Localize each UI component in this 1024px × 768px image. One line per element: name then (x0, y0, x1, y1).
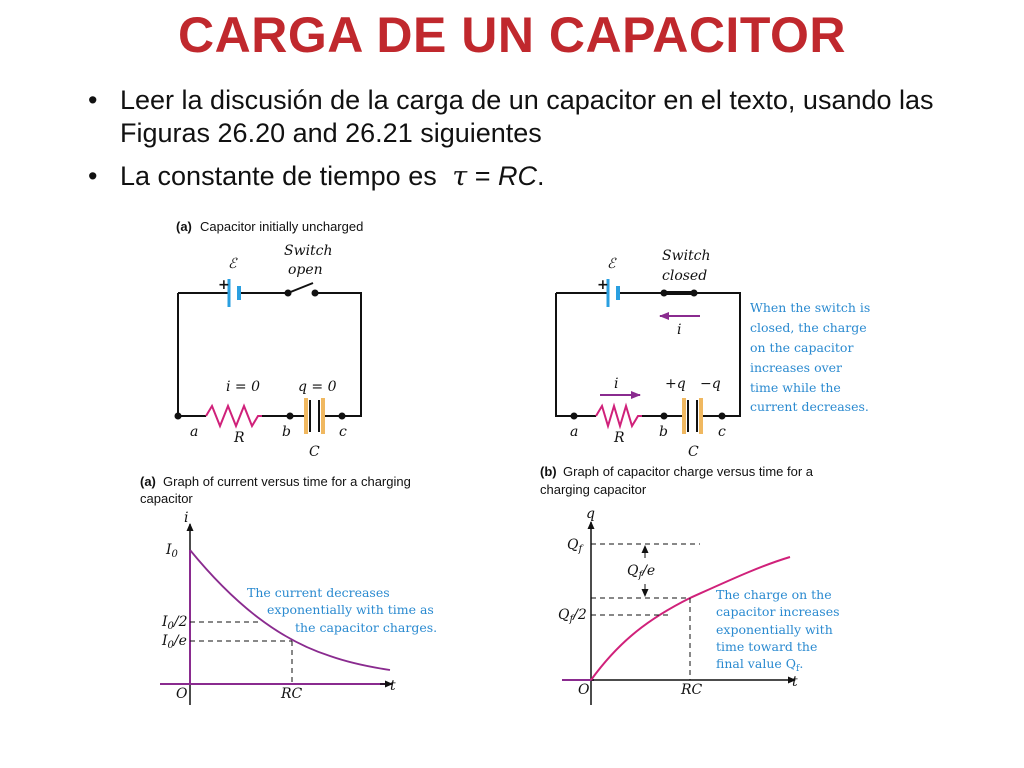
rc-product: RC (497, 161, 537, 191)
graph-current: (a) Graph of current versus time for a c… (140, 474, 437, 705)
qf-label: Qf (567, 537, 584, 555)
i0-e-label: I0/e (161, 633, 187, 651)
current-bottom-label: i (614, 376, 618, 392)
node-b-dot (660, 412, 668, 420)
circuit-b-wire-right (620, 292, 741, 417)
emf-label: ℰ (607, 256, 617, 272)
note-line: increases over (750, 360, 842, 375)
note-line: exponentially with time as (267, 602, 434, 617)
circuit-a-caption-tag: (a) (176, 219, 192, 234)
circuit-a-caption: Capacitor initially uncharged (200, 219, 363, 234)
bullet-dot: • (88, 85, 98, 115)
capacitor-icon (304, 398, 325, 434)
resistor-label: R (613, 430, 625, 446)
plus-q-label: +q (665, 376, 686, 392)
switch-open-icon (284, 282, 319, 297)
current-top-label: i (677, 322, 681, 338)
resistor-icon (205, 403, 262, 429)
y-axis-label: i (184, 510, 188, 526)
node-a-dot (174, 412, 182, 420)
node-a-label: a (190, 424, 198, 440)
note-line: The charge on the (716, 587, 832, 602)
origin-label: O (578, 682, 590, 698)
emf-label: ℰ (228, 256, 238, 272)
switch-closed-icon (660, 289, 698, 297)
note-line: time while the (750, 380, 841, 395)
capacitor-label: C (309, 444, 320, 460)
origin-label: O (176, 686, 188, 702)
switch-label-1: Switch (284, 243, 333, 259)
node-c-label: c (339, 424, 347, 440)
graph-charge-caption-2: charging capacitor (540, 482, 647, 497)
note-line: time toward the (716, 639, 817, 654)
bullet-item-1: • Leer la discusión de la carga de un ca… (88, 84, 1008, 150)
rc-tick-label: RC (280, 686, 303, 702)
i0-label: I0 (165, 542, 179, 560)
note-line: the capacitor charges. (295, 620, 437, 635)
note-line: exponentially with (716, 622, 833, 637)
node-b-dot (286, 412, 294, 420)
graph-current-caption-1: Graph of current versus time for a charg… (163, 474, 411, 489)
note-line: The current decreases (247, 585, 390, 600)
switch-label-1: Switch (662, 248, 711, 264)
slide-title: CARGA DE UN CAPACITOR (178, 7, 846, 63)
note-line-final: final value Qf. (716, 656, 803, 674)
bullet-text-2: La constante de tiempo es (120, 161, 437, 191)
node-a-dot (570, 412, 578, 420)
graph-current-caption-2: capacitor (140, 491, 193, 506)
equals-sign: = (474, 161, 491, 191)
qf-e-label: Qf/e (627, 563, 655, 581)
note-line: on the capacitor (750, 340, 853, 355)
circuit-b: + ℰ Switch closed i i R C +q −q a b (555, 248, 870, 460)
resistor-label: R (233, 430, 245, 446)
circuit-b-note: When the switch is closed, the charge on… (750, 300, 870, 414)
circuit-a-wire-right (315, 292, 362, 417)
node-a-label: a (570, 424, 578, 440)
rc-tick-label: RC (680, 682, 703, 698)
circuit-a: (a) Capacitor initially uncharged + ℰ Sw… (174, 219, 363, 460)
node-c-dot (338, 412, 346, 420)
battery-icon (606, 279, 620, 307)
bullet-dot: • (88, 161, 98, 191)
node-c-dot (718, 412, 726, 420)
capacitor-label: C (688, 444, 699, 460)
switch-label-2: closed (662, 268, 707, 284)
charge-label: q = 0 (298, 379, 337, 395)
node-b-label: b (659, 424, 668, 440)
graph-charge-caption-1: Graph of capacitor charge versus time fo… (563, 464, 814, 479)
resistor-icon (595, 402, 642, 430)
switch-label-2: open (288, 262, 323, 278)
battery-plus-label: + (218, 277, 230, 293)
bullet-item-2: • La constante de tiempo es τ = RC. (88, 160, 1008, 193)
x-axis-label: t (792, 674, 798, 690)
node-c-label: c (718, 424, 726, 440)
minus-q-label: −q (700, 376, 721, 392)
qf-half-label: Qf/2 (558, 607, 587, 625)
bullet-list: • Leer la discusión de la carga de un ca… (88, 84, 1008, 203)
circuit-b-wire-left (555, 293, 596, 417)
bullet-text-1: Leer la discusión de la carga de un capa… (120, 85, 934, 148)
current-curve (189, 549, 391, 671)
graph-current-caption-tag: (a) (140, 474, 156, 489)
current-label: i = 0 (226, 379, 260, 395)
i0-half-label: I0/2 (161, 614, 188, 632)
note-line: When the switch is (750, 300, 870, 315)
node-b-label: b (282, 424, 291, 440)
battery-icon (227, 279, 241, 307)
tau-symbol: τ (452, 161, 468, 192)
circuit-a-wire-left (177, 293, 206, 417)
graph-charge: (b) Graph of capacitor charge versus tim… (540, 464, 840, 705)
note-line: closed, the charge (750, 320, 867, 335)
y-axis-label: q (586, 506, 595, 522)
note-line: capacitor increases (716, 604, 840, 619)
period: . (536, 161, 545, 191)
battery-plus-label: + (597, 277, 609, 293)
note-line: current decreases. (750, 399, 869, 414)
graph-charge-caption-tag: (b) (540, 464, 557, 479)
capacitor-icon (682, 398, 703, 434)
x-axis-label: t (390, 678, 396, 694)
